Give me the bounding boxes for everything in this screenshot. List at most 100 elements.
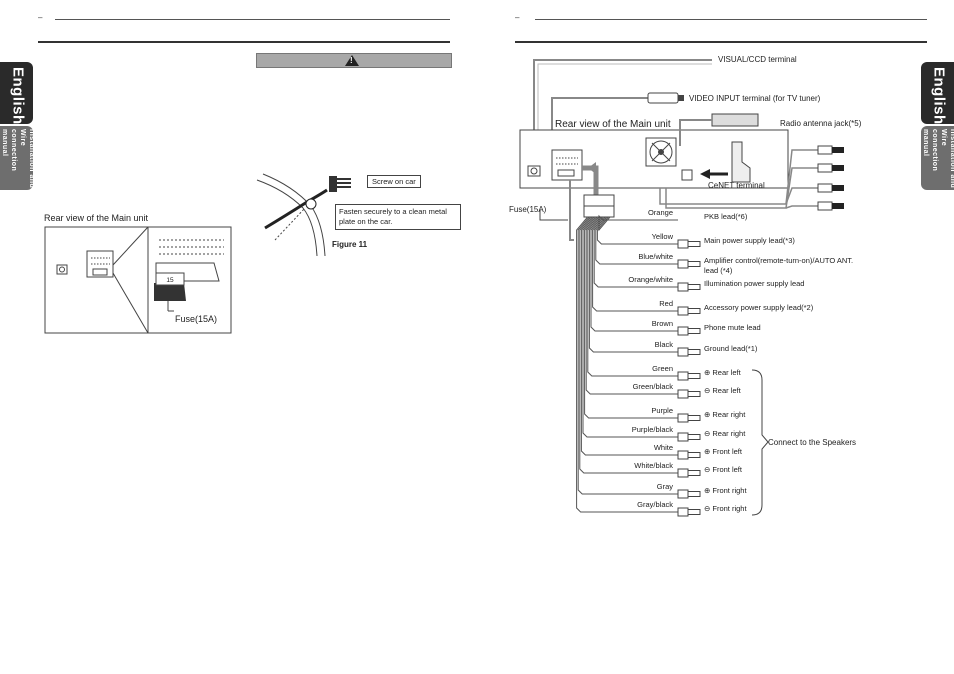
video-input-label: VIDEO INPUT terminal (for TV tuner) [689, 94, 821, 103]
warning-symbol: ! [350, 56, 353, 65]
fuse-body [154, 283, 186, 301]
lead-terminal-tip [687, 470, 701, 476]
right-section-tab-label: Installation and Wire connection manual [922, 129, 954, 189]
screw-label: Screw on car [367, 175, 421, 188]
lead-description: Ground lead(*1) [704, 344, 758, 353]
lead-color-label: Orange [647, 208, 673, 217]
fan-icon [645, 137, 677, 167]
warning-icon [345, 55, 359, 66]
lead-terminal [677, 347, 689, 357]
lead-terminal-tip [687, 373, 701, 379]
lead-terminal [677, 282, 689, 292]
lead-terminal [677, 259, 689, 269]
left-fuse-label: Fuse(15A) [175, 314, 218, 324]
lead-terminal-tip [687, 241, 701, 247]
lead-terminal [677, 389, 689, 399]
lead-description: ⊕ Rear right [704, 410, 746, 419]
lead-description: ⊕ Rear left [704, 368, 741, 377]
lead-description: ⊖ Front left [704, 465, 742, 474]
lead-terminal [677, 306, 689, 316]
cenet-plug [731, 141, 751, 183]
lead-terminal-tip [687, 328, 701, 334]
speakers-bracket [751, 369, 769, 516]
lead-terminal [677, 239, 689, 249]
visual-terminal-icon [527, 165, 541, 177]
left-rear-view-figure: 15 [44, 226, 232, 334]
lead-color-label: Yellow [651, 232, 673, 241]
lead-terminal-tip [687, 452, 701, 458]
fuse-value-text: 15 [166, 277, 174, 284]
figure-caption: Figure 11 [332, 240, 368, 249]
lead-wire [584, 216, 678, 419]
lead-color-label: Green [652, 364, 673, 373]
lead-description: ⊕ Front right [704, 486, 747, 495]
right-fuse-label: Fuse(15A) [509, 205, 547, 214]
lead-wire [595, 216, 678, 265]
lead-terminal [677, 432, 689, 442]
left-section-tab-label: Installation and Wire connection manual [1, 129, 35, 189]
lead-wire [579, 216, 678, 474]
lead-color-label: Green/black [632, 382, 673, 391]
lead-terminal-tip [687, 434, 701, 440]
radio-antenna-plug [711, 113, 759, 127]
lead-terminal [677, 450, 689, 460]
lead-terminal [677, 413, 689, 423]
lead-description: Main power supply lead(*3) [704, 236, 795, 245]
lead-description: ⊖ Front right [704, 504, 747, 513]
right-language-tab-label: English [930, 67, 948, 125]
lead-color-label: Black [654, 340, 673, 349]
lead-color-label: Gray/black [637, 500, 673, 509]
ground-wire [264, 188, 328, 230]
lead-terminal-tip [687, 509, 701, 515]
right-language-tab[interactable]: English [921, 62, 954, 125]
lead-terminal [677, 371, 689, 381]
lead-terminal-tip [687, 415, 701, 421]
left-section-tab[interactable]: Installation and Wire connection manual [0, 126, 35, 190]
lead-wire [598, 214, 678, 232]
lead-wire [582, 216, 678, 438]
rca-plugs [817, 145, 844, 211]
cenet-label: CeNET terminal [708, 181, 765, 190]
lead-wire [576, 216, 678, 513]
lead-terminal [677, 507, 689, 517]
lead-wire [577, 216, 678, 495]
lead-color-label: Blue/white [638, 252, 673, 261]
left-page-marker: – [38, 13, 43, 22]
lead-wire [587, 216, 678, 377]
lead-wire [588, 216, 678, 353]
right-page-marker: – [515, 13, 520, 22]
radio-antenna-label: Radio antenna jack(*5) [780, 119, 862, 128]
lead-terminal-tip [687, 349, 701, 355]
lead-description: Illumination power supply lead [704, 279, 805, 288]
lead-wire [590, 216, 678, 332]
right-top-rule [535, 19, 927, 20]
lead-color-label: Orange/white [628, 275, 673, 284]
lead-color-label: Purple/black [631, 425, 673, 434]
lead-terminal [677, 326, 689, 336]
lead-color-label: Red [659, 299, 673, 308]
harness-cable [569, 180, 574, 241]
lead-description: PKB lead(*6) [704, 212, 748, 221]
lead-terminal-tip [687, 261, 701, 267]
lead-color-label: Purple [651, 406, 673, 415]
video-plug [647, 92, 679, 104]
lead-description: Amplifier control(remote-turn-on)/AUTO A… [704, 256, 854, 265]
lead-color-label: Gray [656, 482, 673, 491]
right-rear-view-label: Rear view of the Main unit [555, 119, 671, 130]
lead-color-label: White/black [634, 461, 673, 470]
left-rear-view-label: Rear view of the Main unit [44, 213, 149, 223]
right-section-tab[interactable]: Installation and Wire connection manual [921, 126, 954, 190]
wiring-diagram [519, 59, 844, 517]
lead-terminal-tip [687, 491, 701, 497]
lead-color-label: White [653, 443, 673, 452]
left-language-tab[interactable]: English [0, 62, 33, 125]
lead-wire [593, 216, 678, 288]
lead-wire [592, 216, 678, 312]
speakers-label: Connect to the Speakers [768, 438, 857, 447]
cenet-socket [681, 169, 693, 181]
lead-description: ⊖ Rear right [704, 429, 746, 438]
warning-bar: ! [256, 53, 452, 68]
lead-description: Phone mute lead [704, 323, 761, 332]
ground-figure [256, 173, 351, 257]
right-header-rule [515, 41, 927, 43]
